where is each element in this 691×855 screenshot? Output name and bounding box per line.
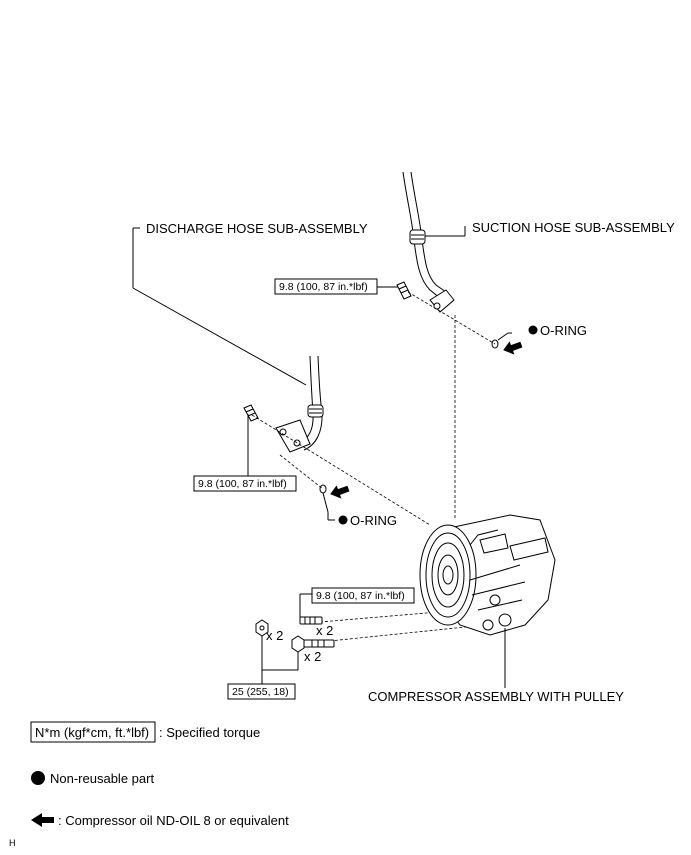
suction-hose: [402, 171, 455, 313]
torque-box-stud: [311, 587, 415, 604]
stud-bolt-qty: x 2: [316, 623, 333, 638]
torque-box-mount: [227, 683, 296, 700]
compressor-label: COMPRESSOR ASSEMBLY WITH PULLEY: [368, 689, 624, 704]
oil-arrow-mid: [330, 485, 350, 499]
torque-stud-text: 9.8 (100, 87 in.*lbf): [316, 590, 405, 602]
discharge-bolt: [243, 404, 259, 422]
legend-non-reusable-text: Non-reusable part: [50, 771, 154, 786]
compressor-assembly: [419, 514, 556, 636]
legend: N*m (kgf*cm, ft.*lbf) : Specified torque…: [30, 721, 289, 828]
stud-nut-qty: x 2: [266, 628, 283, 643]
legend-torque-desc: : Specified torque: [159, 725, 260, 740]
legend-oil-arrow-icon: [31, 813, 54, 827]
torque-discharge-text: 9.8 (100, 87 in.*lbf): [198, 478, 287, 490]
discharge-hose-label: DISCHARGE HOSE SUB-ASSEMBLY: [146, 221, 368, 236]
o-ring-mid-label: O-RING: [350, 513, 397, 528]
legend-torque-box: [30, 721, 156, 743]
legend-oil-text: : Compressor oil ND-OIL 8 or equivalent: [58, 813, 289, 828]
suction-bolt: [396, 281, 412, 300]
non-reusable-dot-top: [528, 325, 538, 335]
o-ring-top-label: O-RING: [540, 323, 587, 338]
discharge-hose: [275, 355, 324, 453]
stud-bolt: [299, 616, 323, 625]
torque-box-discharge: [193, 475, 297, 492]
legend-torque-box-text: N*m (kgf*cm, ft.*lbf): [35, 725, 149, 740]
corner-mark: H: [9, 838, 16, 848]
mount-bolt: [291, 635, 335, 653]
stud-nut: [255, 619, 269, 637]
torque-mount-text: 25 (255, 18): [232, 686, 289, 698]
non-reusable-dot-mid: [338, 515, 348, 525]
legend-non-reusable-dot: [31, 771, 45, 785]
oil-arrow-top: [503, 341, 523, 355]
torque-suction-text: 9.8 (100, 87 in.*lbf): [279, 281, 368, 293]
o-ring-mid: [319, 484, 327, 494]
mount-bolt-qty: x 2: [304, 649, 321, 664]
suction-hose-label: SUCTION HOSE SUB-ASSEMBLY: [472, 220, 675, 235]
